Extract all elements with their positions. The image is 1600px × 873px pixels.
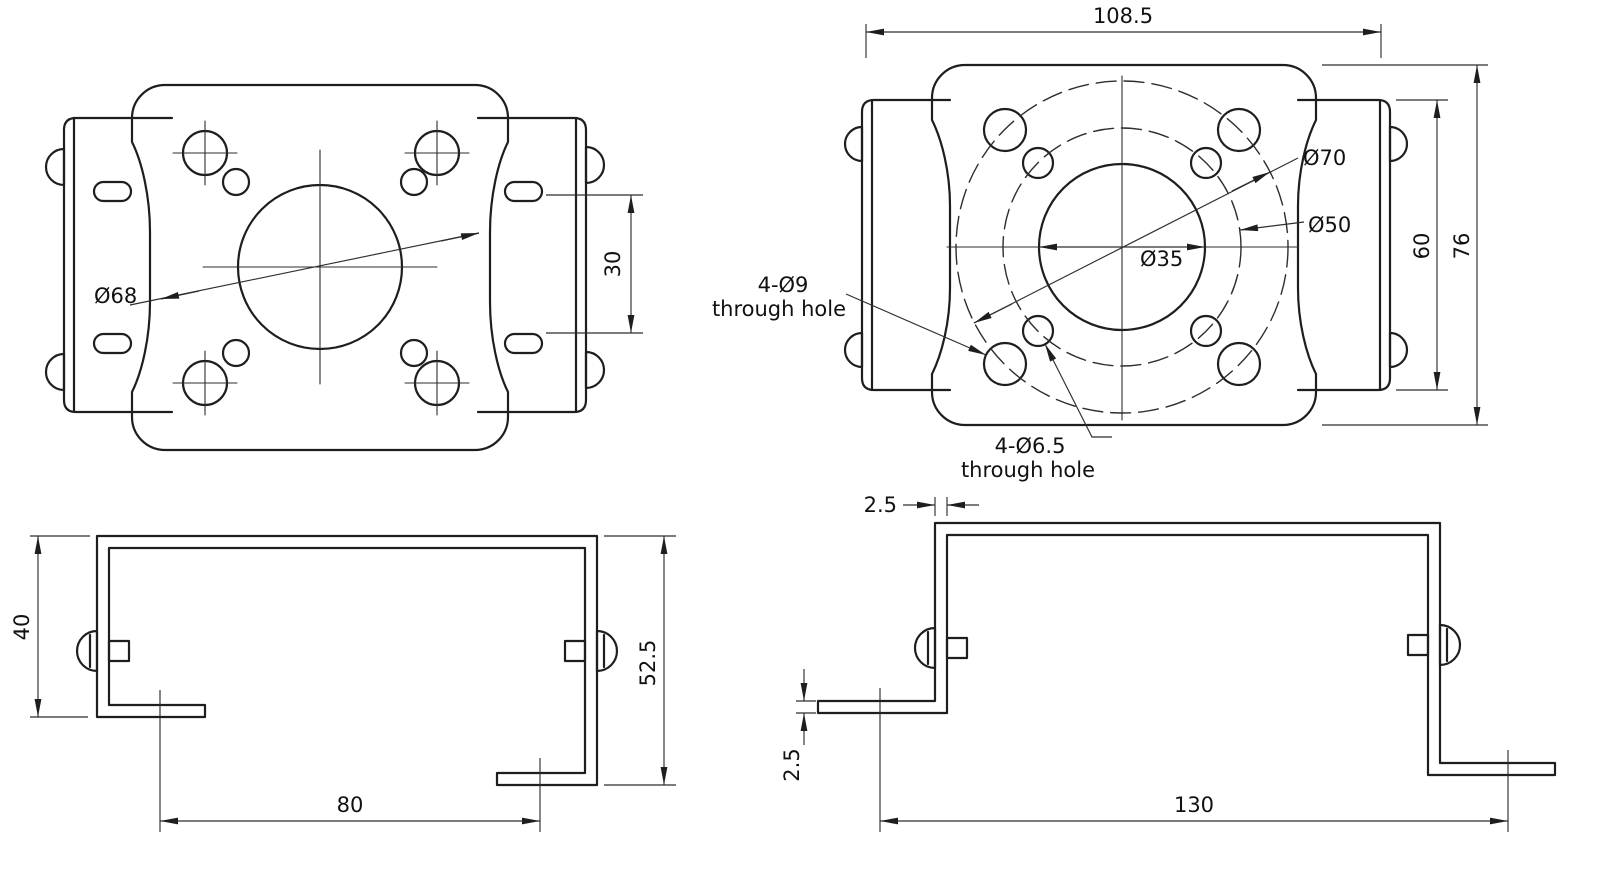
large-through-hole: [1216, 341, 1262, 387]
dim-label-76: 76: [1450, 233, 1474, 260]
small-through-hole: [1021, 314, 1055, 348]
bracket-body-outline: [130, 83, 510, 452]
leader-line: [1044, 343, 1112, 438]
slot-hole: [503, 332, 544, 355]
dimension-arrow: [973, 303, 1013, 324]
right-flange: [1296, 98, 1392, 392]
dim-label-wall-2-5: 2.5: [864, 493, 897, 517]
front-view: Ø68 30: [44, 83, 643, 452]
pin-hole: [399, 167, 429, 197]
right-flange: [476, 116, 588, 414]
large-through-hole: [982, 341, 1028, 387]
front-view-dimensions: Ø68 30: [94, 194, 643, 334]
small-through-hole: [1189, 314, 1223, 348]
face-view: 108.5 Ø70 Ø50 Ø35 60 76 4-Ø9 through hol…: [712, 4, 1488, 482]
dim-label-68: Ø68: [94, 284, 137, 308]
screw-dome-icon: [75, 629, 99, 673]
left-flange: [860, 98, 952, 392]
leader-line: [845, 293, 987, 356]
screw-dome-icon: [913, 626, 937, 670]
screw-nut: [1406, 633, 1430, 657]
large-through-hole: [982, 107, 1028, 153]
screw-dome-icon: [44, 352, 66, 392]
dimension-arrow: [440, 232, 480, 242]
screw-nut: [563, 639, 587, 663]
dim-label-108-5: 108.5: [1093, 4, 1153, 28]
screw-dome-icon: [843, 125, 864, 163]
callout-large-holes: 4-Ø9: [758, 273, 809, 297]
small-through-hole: [1021, 146, 1055, 180]
slot-hole: [92, 332, 133, 355]
large-through-hole: [1216, 107, 1262, 153]
dim-label-40: 40: [10, 614, 34, 641]
screw-dome-icon: [584, 145, 606, 185]
dimension-arrow: [1231, 171, 1271, 192]
dim-label-60: 60: [1410, 233, 1434, 260]
slot-hole: [503, 180, 544, 203]
screw-dome-icon: [595, 629, 619, 673]
dimension-arrow: [160, 290, 200, 300]
side-view-a-dimensions: 40 52.5 80: [10, 535, 676, 832]
screw-dome-icon: [1388, 331, 1409, 369]
left-flange: [62, 116, 174, 414]
dim-label-d50: Ø50: [1308, 213, 1351, 237]
dim-label-52-5: 52.5: [636, 640, 660, 687]
screw-dome-icon: [1438, 623, 1462, 667]
front-view-centerlines: [172, 120, 470, 416]
side-view-a: 40 52.5 80: [10, 534, 676, 832]
dim-label-130: 130: [1174, 793, 1214, 817]
face-view-dimensions: 108.5 Ø70 Ø50 Ø35 60 76 4-Ø9 through hol…: [712, 4, 1488, 482]
screw-dome-icon: [584, 350, 606, 390]
pin-hole: [221, 338, 251, 368]
side-view-b-body: [816, 521, 1557, 777]
small-through-hole: [1189, 146, 1223, 180]
screw-nut: [945, 636, 969, 660]
screw-dome-icon: [44, 147, 66, 187]
slot-hole: [92, 180, 133, 203]
side-view-a-body: [75, 534, 619, 787]
callout-small-holes: 4-Ø6.5: [995, 434, 1066, 458]
pin-hole: [221, 167, 251, 197]
dim-label-80: 80: [337, 793, 364, 817]
side-view-b: 2.5 2.5 130: [780, 493, 1557, 832]
dim-label-d35: Ø35: [1140, 247, 1183, 271]
screw-nut: [107, 639, 131, 663]
channel-profile: [95, 534, 599, 787]
channel-profile: [816, 521, 1557, 777]
leader-line: [1239, 221, 1305, 232]
callout-large-holes-note: through hole: [712, 297, 846, 321]
screw-dome-icon: [843, 331, 864, 369]
screw-dome-icon: [1388, 125, 1409, 163]
side-view-b-dimensions: 2.5 2.5 130: [780, 493, 1509, 832]
dim-label-foot-2-5: 2.5: [780, 748, 804, 781]
callout-small-holes-note: through hole: [961, 458, 1095, 482]
dim-label-d70: Ø70: [1303, 146, 1346, 170]
bracket-body-outline: [930, 63, 1318, 427]
dim-label-30: 30: [601, 251, 625, 278]
pin-hole: [399, 338, 429, 368]
